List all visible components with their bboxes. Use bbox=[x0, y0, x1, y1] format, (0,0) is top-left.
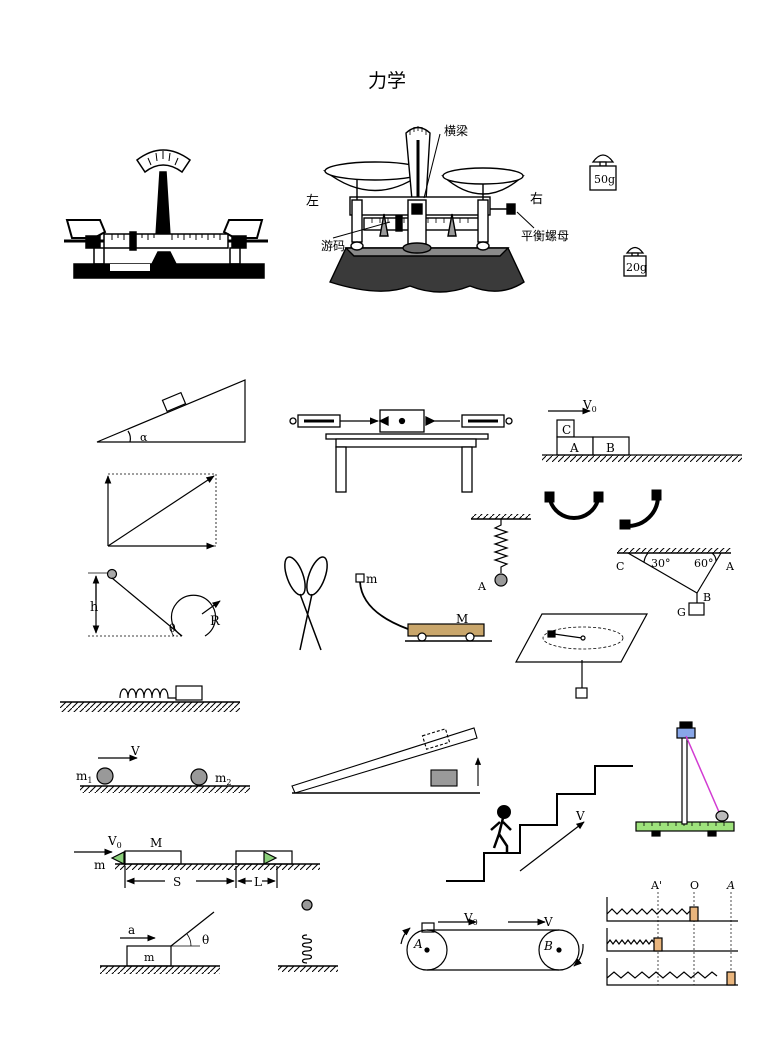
rider-label: 游码 bbox=[321, 239, 345, 253]
loop-height-label: h bbox=[90, 600, 99, 615]
scissors bbox=[284, 556, 328, 651]
hanging-spring-ball bbox=[471, 514, 531, 587]
collision-m2-label: m2 bbox=[215, 771, 231, 787]
beam-label: 横梁 bbox=[444, 123, 468, 138]
tension-c-label: C bbox=[616, 560, 624, 573]
tension-angle-60: 60° bbox=[694, 557, 714, 570]
pulled-acceleration-label: a bbox=[128, 923, 135, 937]
right-pan-label: 右 bbox=[530, 192, 543, 207]
conveyor-v-label: V bbox=[543, 915, 553, 929]
weight-20g-label: 20g bbox=[626, 261, 647, 274]
board-velocity-label: V0 bbox=[107, 834, 122, 850]
pulled-block bbox=[100, 911, 220, 974]
spring-scales-table bbox=[289, 409, 513, 493]
pulled-angle-label: θ bbox=[202, 933, 209, 947]
collision-velocity-label: V bbox=[130, 744, 140, 758]
tension-triangle bbox=[617, 548, 731, 616]
oscillator-a-label: A bbox=[726, 879, 735, 892]
board-block-system bbox=[74, 848, 320, 888]
tray-balance bbox=[322, 126, 535, 293]
inclined-board bbox=[291, 727, 482, 794]
board-distance-s-label: S bbox=[173, 875, 181, 889]
stack-velocity-label: V0 bbox=[582, 398, 597, 414]
board-distance-l-label: L bbox=[254, 875, 262, 889]
mechanical-balance bbox=[64, 149, 268, 279]
cart-small-mass-label: m bbox=[366, 572, 378, 586]
spring-block-floor bbox=[60, 685, 240, 712]
block-c-label: C bbox=[562, 423, 571, 437]
pendulum-stand bbox=[635, 721, 735, 837]
incline-angle-label: α bbox=[140, 431, 148, 444]
block-a-label: A bbox=[569, 441, 579, 455]
board-mass-label: M bbox=[150, 836, 162, 850]
weight-20g bbox=[623, 246, 647, 277]
ball-collision bbox=[80, 754, 250, 793]
cart-system bbox=[355, 573, 492, 642]
loop-track bbox=[88, 568, 221, 637]
semicircle-pipes bbox=[544, 489, 662, 530]
left-pan-label: 左 bbox=[306, 194, 319, 209]
weight-50g-label: 50g bbox=[594, 173, 615, 186]
tension-a-label: A bbox=[725, 560, 735, 573]
stairs-walker bbox=[446, 765, 633, 882]
weight-50g bbox=[589, 154, 617, 191]
collision-m1-label: m1 bbox=[76, 769, 92, 785]
pulled-mass-label: m bbox=[144, 951, 155, 964]
block-stack bbox=[542, 407, 742, 462]
tension-b-label: B bbox=[703, 591, 711, 604]
spring-oscillator bbox=[606, 892, 738, 986]
oscillator-origin-label: O bbox=[690, 879, 699, 892]
tension-angle-30: 30° bbox=[651, 557, 671, 570]
stairs-velocity-label: V bbox=[575, 809, 585, 823]
conveyor-belt bbox=[400, 918, 584, 971]
block-b-label: B bbox=[606, 441, 615, 455]
loop-radius-label: R bbox=[210, 614, 221, 629]
page-title: 力学 bbox=[367, 70, 406, 92]
conveyor-v0-label: V0 bbox=[463, 911, 478, 927]
hanging-ball-label: A bbox=[477, 580, 487, 593]
incline-with-block bbox=[96, 379, 246, 443]
vertical-spring-ball bbox=[278, 899, 338, 972]
pulley-b-label: B bbox=[543, 939, 553, 953]
cart-mass-label: M bbox=[456, 612, 468, 626]
tension-g-label: G bbox=[677, 606, 686, 619]
turntable bbox=[514, 613, 649, 699]
vector-rectangle bbox=[104, 473, 217, 550]
board-block-mass-label: m bbox=[94, 858, 106, 872]
oscillator-a-prime-label: A' bbox=[650, 879, 662, 892]
pulley-a-label: A bbox=[413, 937, 423, 951]
loop-angle-label: θ bbox=[169, 622, 176, 635]
balance-nut-label: 平衡螺母 bbox=[521, 229, 569, 243]
